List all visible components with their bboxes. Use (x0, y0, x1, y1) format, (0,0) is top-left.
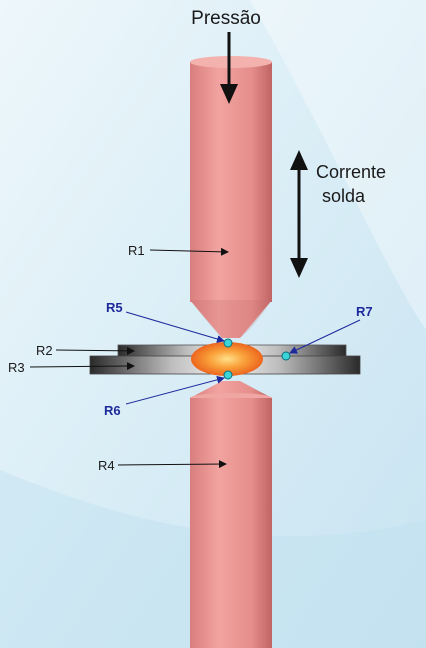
upper-electrode (190, 56, 272, 338)
arrow-down-icon (220, 32, 238, 104)
label-r6: R6 (104, 403, 121, 418)
contact-point-r6 (223, 370, 233, 380)
leader-r6 (125, 375, 225, 405)
leader-r5 (125, 311, 225, 343)
label-r3: R3 (8, 360, 25, 375)
label-r4: R4 (98, 458, 115, 473)
leader-r3 (29, 362, 135, 371)
pressure-label: Pressão (191, 8, 261, 29)
weld-nugget (191, 342, 263, 376)
label-r7: R7 (356, 304, 373, 319)
label-r2: R2 (36, 343, 53, 358)
double-arrow-vertical-icon (290, 150, 308, 278)
current-label-line1: Corrente (316, 162, 386, 182)
label-r5: R5 (106, 300, 123, 315)
background-swoosh (250, 0, 426, 330)
lower-electrode (190, 381, 272, 648)
leader-r4 (117, 460, 227, 469)
leader-r2 (55, 346, 135, 355)
current-label-line2: solda (322, 186, 366, 206)
leader-r7 (289, 319, 361, 354)
contact-point-r7 (281, 351, 291, 361)
leader-r1 (149, 247, 229, 256)
contact-point-r5 (223, 338, 233, 348)
label-r1: R1 (128, 243, 145, 258)
